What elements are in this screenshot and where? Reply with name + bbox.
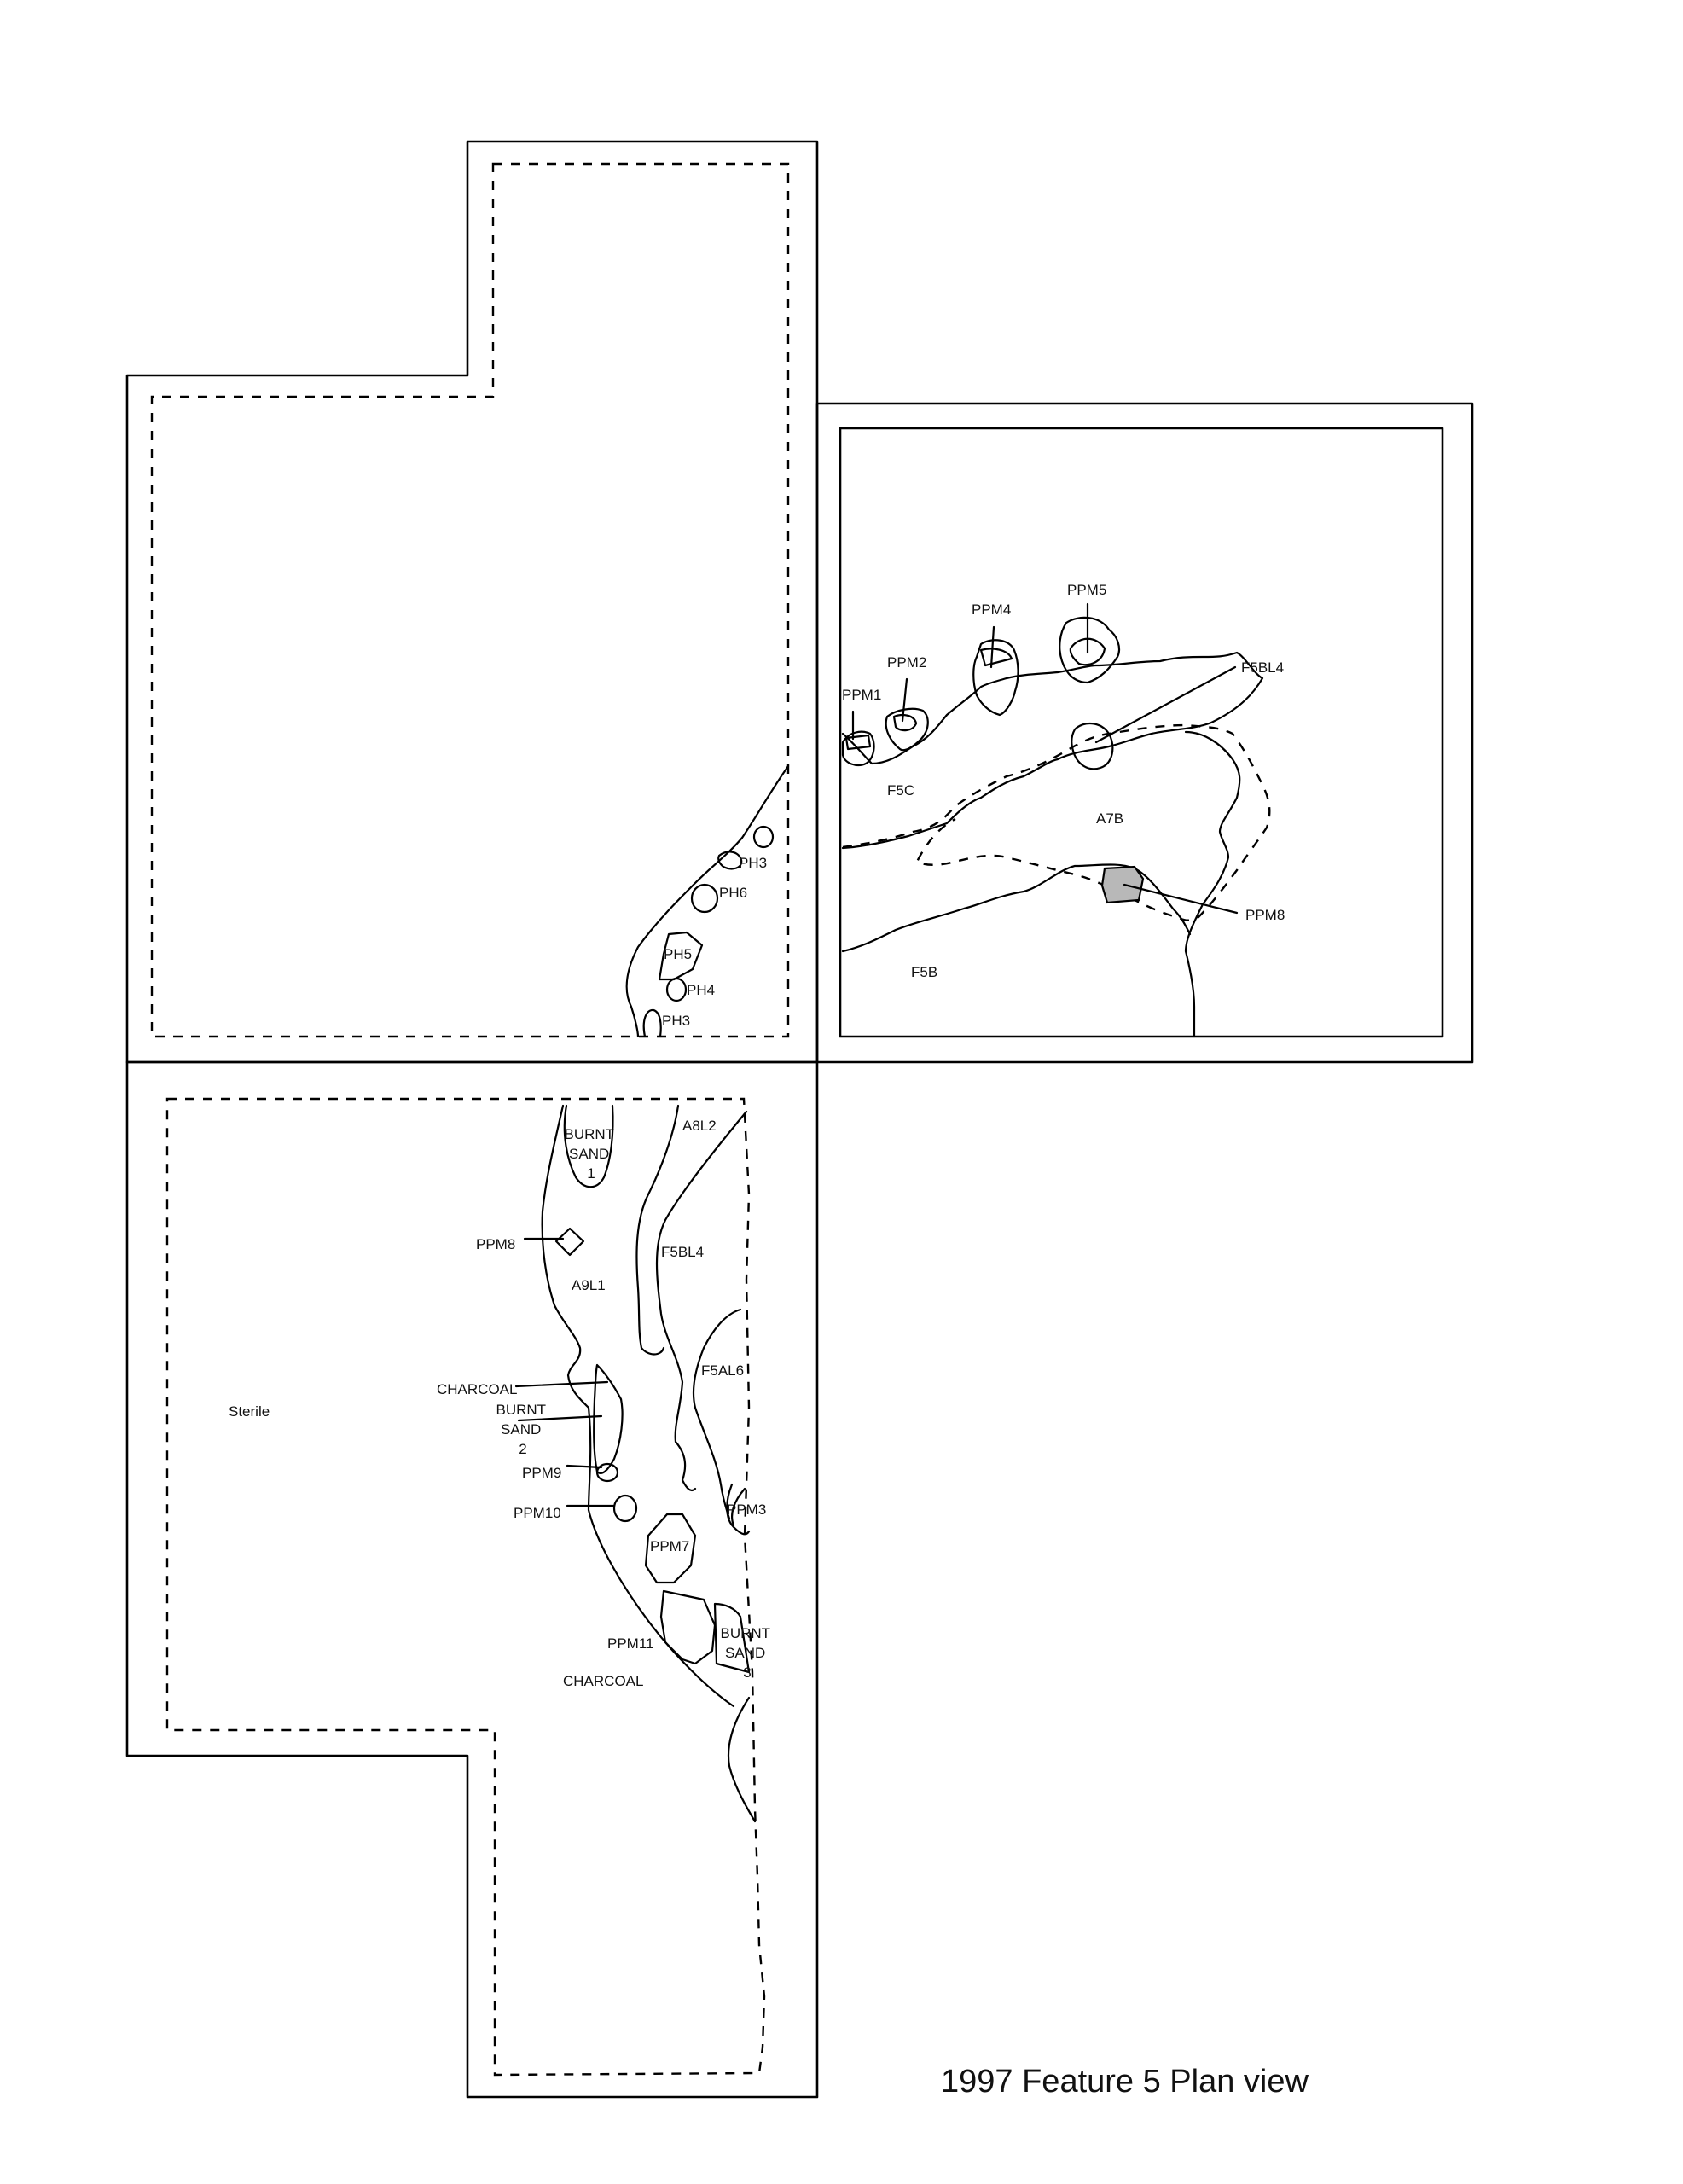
posthole-ph3-upper-outline xyxy=(717,851,743,870)
label-burnt-sand-2: BURNT SAND 2 xyxy=(496,1402,550,1457)
ppm7-shape xyxy=(644,1513,697,1584)
ppm4-inner xyxy=(979,648,1013,667)
unit-lower-outline xyxy=(125,1060,819,2099)
ppm8-left-shape[interactable] xyxy=(554,1227,585,1257)
posthole-ph5 xyxy=(658,931,704,981)
ppm8-right-shape[interactable] xyxy=(1100,865,1145,904)
right-feature-dashed-boundary xyxy=(842,723,1271,921)
label-ppm1: PPM1 xyxy=(842,687,881,703)
leader-ppm2 xyxy=(901,677,908,723)
lower-boundary-a8l2 xyxy=(655,1110,748,1492)
unit-upper-left-outline xyxy=(125,140,819,1064)
leader-ppm9 xyxy=(566,1464,603,1469)
label-charcoal-upper: CHARCOAL xyxy=(437,1381,517,1397)
label-a7b: A7B xyxy=(1096,810,1123,827)
label-burnt-sand-1: BURNT SAND 1 xyxy=(565,1126,618,1182)
right-unit-labels: PPM1 PPM2 PPM4 PPM5 F5BL4 F5C A7B PPM8 F… xyxy=(842,582,1285,980)
label-a8l2: A8L2 xyxy=(682,1118,717,1134)
label-ppm8-left: PPM8 xyxy=(476,1236,515,1252)
ppm1-inner xyxy=(844,734,872,751)
f5bl4-right-loop xyxy=(1071,723,1114,770)
ppm4-shape xyxy=(972,639,1019,717)
unit-upper-left-dashed-boundary xyxy=(150,162,790,1038)
label-ph6: PH6 xyxy=(719,885,747,901)
lower-boundary-ppm3 xyxy=(730,1487,746,1527)
label-ppm3: PPM3 xyxy=(727,1502,766,1518)
leader-charcoal-upper xyxy=(514,1380,609,1388)
figure-caption: 1997 Feature 5 Plan view xyxy=(941,2064,1309,2100)
posthole-ph3-lower xyxy=(642,1008,662,1038)
label-sterile: Sterile xyxy=(229,1403,270,1420)
leader-burnt-sand-2 xyxy=(517,1414,603,1422)
right-feature-f5b-boundary xyxy=(841,863,1192,953)
leader-ppm8-right xyxy=(1123,883,1239,915)
label-f5al6: F5AL6 xyxy=(701,1362,744,1379)
label-ph3-lower: PH3 xyxy=(662,1013,690,1029)
lower-boundary-f5al6 xyxy=(692,1308,742,1520)
posthole-ph4 xyxy=(665,977,688,1002)
label-charcoal-lower: CHARCOAL xyxy=(563,1673,643,1689)
lower-boundary-east xyxy=(726,1483,751,1536)
ppm2-inner xyxy=(892,714,918,732)
upper-left-feature-edge xyxy=(625,764,790,1038)
label-f5c: F5C xyxy=(887,782,914,799)
lower-boundary-a9l1-west xyxy=(541,1104,735,1708)
ppm10-shape xyxy=(612,1494,638,1523)
label-f5bl4-right: F5BL4 xyxy=(1241,659,1284,676)
label-burnt-sand-3: BURNT SAND 3 xyxy=(721,1625,775,1681)
lower-unit-labels: BURNT SAND 1 A8L2 PPM8 F5BL4 A9L1 F5AL6 … xyxy=(229,1118,775,1689)
right-feature-upper-boundary xyxy=(841,651,1264,850)
label-ppm9: PPM9 xyxy=(522,1465,561,1481)
label-ph5: PH5 xyxy=(664,946,692,962)
upper-left-labels: PH3 PH6 PH5 PH4 PH3 xyxy=(662,855,767,1029)
ppm1-shape xyxy=(841,730,875,767)
leader-f5bl4-right xyxy=(1094,665,1237,744)
right-feature-f5bl4-boundary xyxy=(1184,730,1241,1038)
label-ppm7: PPM7 xyxy=(650,1538,689,1554)
lower-boundary-f5bl4-west xyxy=(635,1104,680,1356)
ppm5-shape xyxy=(1059,616,1121,684)
label-ph4: PH4 xyxy=(687,982,715,998)
label-ppm8-right: PPM8 xyxy=(1245,907,1285,923)
label-ppm4: PPM4 xyxy=(972,601,1011,618)
label-ppm5: PPM5 xyxy=(1067,582,1106,598)
label-ppm10: PPM10 xyxy=(514,1505,561,1521)
label-ppm11: PPM11 xyxy=(607,1635,654,1652)
ppm9-shape xyxy=(595,1462,619,1483)
posthole-upper-ph3 xyxy=(752,825,775,849)
burnt-sand-1-shape xyxy=(563,1104,614,1188)
lower-boundary-south xyxy=(727,1696,757,1823)
burnt-sand-3-shape xyxy=(713,1602,751,1674)
unit-right-inner xyxy=(839,427,1444,1038)
leader-ppm4 xyxy=(989,625,995,669)
label-f5b: F5B xyxy=(911,964,937,980)
label-ppm2: PPM2 xyxy=(887,654,926,671)
ppm2-shape xyxy=(885,707,929,752)
posthole-ph6 xyxy=(690,883,719,914)
burnt-sand-2-shape xyxy=(593,1363,624,1474)
label-f5bl4-lower: F5BL4 xyxy=(661,1244,704,1260)
unit-right-outer xyxy=(815,402,1474,1064)
ppm11-shape xyxy=(659,1589,717,1665)
label-ph3-upper: PH3 xyxy=(739,855,767,871)
label-a9l1: A9L1 xyxy=(572,1277,606,1293)
